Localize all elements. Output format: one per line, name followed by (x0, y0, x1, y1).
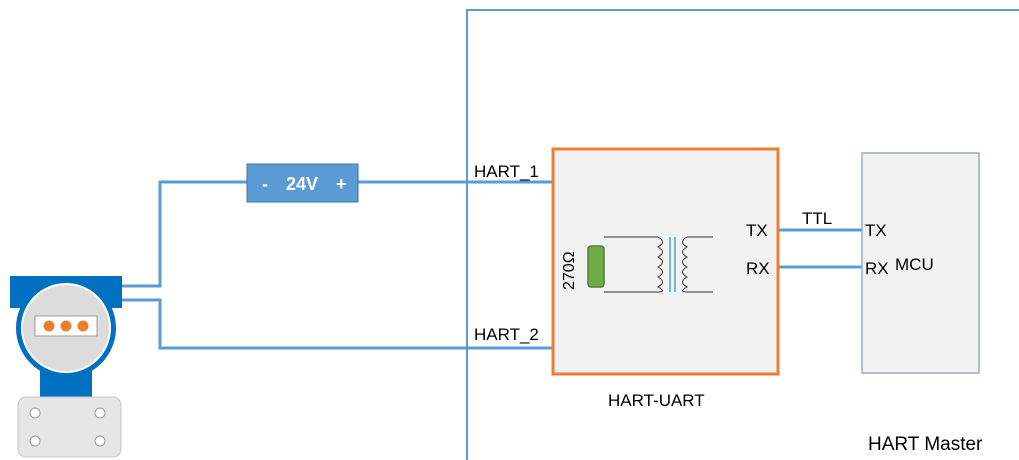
power-supply-voltage: 24V (286, 174, 318, 194)
resistor-270 (587, 245, 605, 288)
resistor-label: 270Ω (561, 251, 578, 290)
mcu-rx-label: RX (865, 259, 889, 278)
mcu-label: MCU (895, 255, 934, 274)
power-supply-minus: - (262, 174, 268, 194)
hart-uart-module (551, 147, 780, 376)
hart1-label: HART_1 (474, 162, 539, 181)
hart-master-label: HART Master (868, 434, 983, 455)
device-button-1 (43, 320, 55, 332)
hart2-label: HART_2 (474, 325, 539, 344)
power-supply (246, 163, 359, 203)
device-flange (17, 396, 122, 458)
ttl-label: TTL (802, 209, 832, 228)
device-button-3 (77, 320, 89, 332)
transformer (604, 236, 713, 293)
hart-uart-caption: HART-UART (608, 391, 705, 410)
power-supply-plus: + (336, 174, 347, 194)
field-device (10, 276, 122, 458)
master-boundary (466, 9, 1019, 460)
module-rx-label: RX (746, 259, 770, 278)
device-button-2 (60, 320, 72, 332)
mcu-tx-label: TX (865, 221, 887, 240)
module-tx-label: TX (746, 221, 768, 240)
mcu-box (861, 152, 980, 374)
loop-wire-top (122, 180, 247, 288)
